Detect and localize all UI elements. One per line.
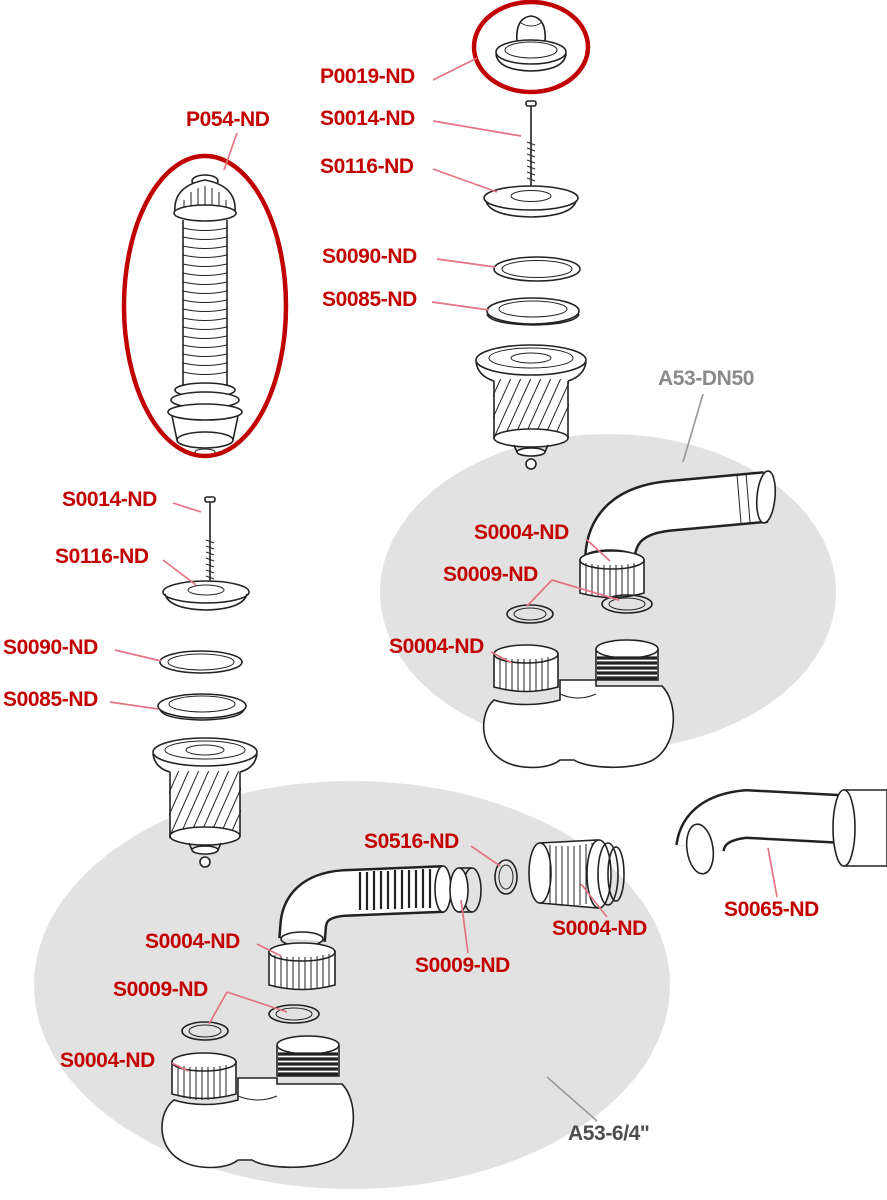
label-s0090-left: S0090-ND bbox=[3, 636, 98, 659]
dn50-upper-nut-drawing bbox=[579, 550, 645, 599]
label-s0065: S0065-ND bbox=[724, 898, 819, 921]
label-s0009-64-left: S0009-ND bbox=[113, 978, 208, 1001]
dn50-oring-left-drawing bbox=[506, 604, 554, 624]
a53-64-cone-gasket-drawing bbox=[449, 867, 482, 913]
drain-plug-drawing bbox=[495, 15, 567, 72]
dn50-oring-right-drawing bbox=[601, 594, 653, 614]
a53-64-oring-drawing bbox=[494, 859, 518, 895]
label-s0004-dn50-upper: S0004-ND bbox=[474, 521, 569, 544]
overflow-pipe-highlight-ellipse bbox=[121, 153, 289, 459]
dn50-trap-body-drawing bbox=[482, 639, 675, 769]
a53-64-oring-left-drawing bbox=[181, 1021, 229, 1041]
left-flange-drawing bbox=[162, 580, 250, 611]
top-flange-drawing bbox=[483, 185, 579, 218]
top-screw-drawing bbox=[525, 100, 537, 186]
label-s0090-top: S0090-ND bbox=[322, 245, 417, 268]
leader-lines bbox=[109, 57, 778, 1122]
top-gasket-s0090-drawing bbox=[493, 256, 581, 282]
a53-64-oring-right-drawing bbox=[268, 1004, 320, 1024]
label-s0116-left: S0116-ND bbox=[55, 545, 149, 568]
label-s0009-dn50: S0009-ND bbox=[443, 563, 538, 586]
plug-highlight-ellipse bbox=[471, 0, 591, 95]
top-drain-body-drawing bbox=[475, 344, 587, 470]
label-p0019: P0019-ND bbox=[320, 65, 415, 88]
left-gasket-s0090-drawing bbox=[159, 650, 243, 674]
label-s0004-64-mid: S0004-ND bbox=[145, 930, 240, 953]
s0065-elbow-drawing bbox=[675, 789, 887, 875]
overflow-pipe-drawing bbox=[167, 174, 243, 456]
label-s0085-top: S0085-ND bbox=[322, 288, 417, 311]
label-s0009-64-center: S0009-ND bbox=[415, 954, 510, 977]
label-s0014-top: S0014-ND bbox=[320, 107, 415, 130]
label-p054: P054-ND bbox=[186, 108, 270, 131]
label-a53-dn50: A53-DN50 bbox=[658, 367, 755, 390]
label-s0004-dn50-lower: S0004-ND bbox=[389, 635, 484, 658]
a53-64-lower-nut-drawing bbox=[171, 1052, 237, 1100]
left-screw-drawing bbox=[204, 496, 216, 584]
label-s0516: S0516-ND bbox=[364, 830, 459, 853]
left-drain-body-drawing bbox=[152, 737, 258, 868]
a53-64-big-nut-drawing bbox=[528, 839, 625, 909]
left-gasket-s0085-drawing bbox=[157, 693, 247, 721]
label-a53-64: A53-6/4" bbox=[568, 1122, 650, 1145]
a53-64-upper-nut-drawing bbox=[268, 942, 336, 991]
label-s0085-left: S0085-ND bbox=[3, 688, 98, 711]
label-s0014-left: S0014-ND bbox=[62, 488, 157, 511]
a53-64-trap-body-drawing bbox=[161, 1035, 355, 1169]
a53-64-elbow-pipe-drawing bbox=[278, 865, 452, 952]
top-gasket-s0085-drawing bbox=[486, 297, 580, 326]
label-s0116-top: S0116-ND bbox=[320, 155, 414, 178]
label-s0004-64-right: S0004-ND bbox=[552, 917, 647, 940]
dn50-elbow-drawing bbox=[584, 470, 777, 565]
dn50-lower-nut-drawing bbox=[493, 644, 559, 693]
label-s0004-64-lower: S0004-ND bbox=[60, 1049, 155, 1072]
